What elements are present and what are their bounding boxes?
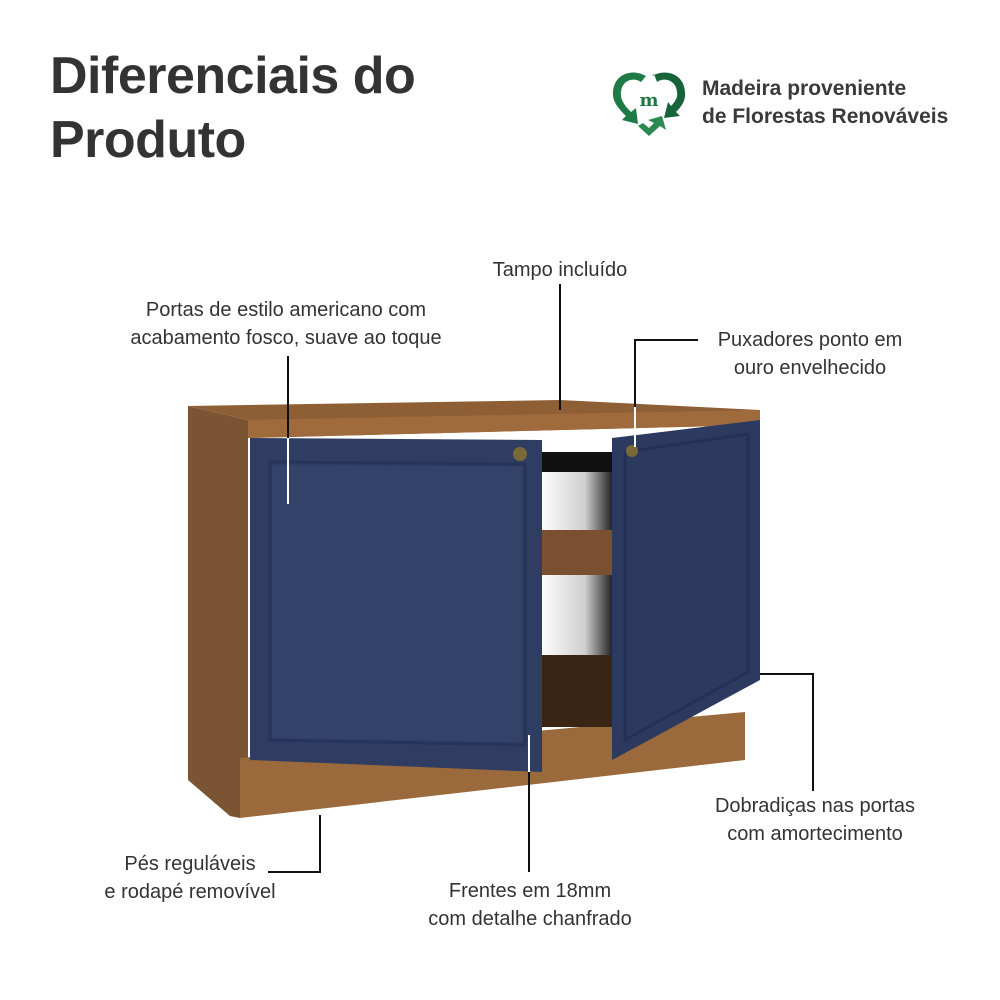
leader-dobradicas-v (812, 673, 814, 791)
leader-tampo (559, 284, 561, 410)
page-title: Diferenciais do Produto (50, 44, 416, 172)
right-door (612, 420, 760, 760)
callout-tampo: Tampo incluído (492, 259, 628, 281)
leader-pes-h (268, 871, 321, 873)
renewable-wood-badge: m Madeira proveniente de Florestas Renov… (610, 68, 948, 138)
callout-puxadores: Puxadores ponto em ouro envelhecido (717, 329, 903, 379)
leader-frentes-white (528, 735, 530, 772)
callout-portas: Portas de estilo americano com acabament… (130, 299, 442, 349)
callout-pes: Pés reguláveis e rodapé removível (104, 853, 276, 903)
leader-portas (287, 356, 289, 438)
title-line-1: Diferenciais do (50, 47, 416, 105)
leader-pes-v (319, 815, 321, 873)
leader-puxadores-white (634, 407, 636, 447)
leader-frentes (528, 772, 530, 872)
badge-line-1: Madeira proveniente (702, 77, 907, 100)
callout-dobradicas: Dobradiças nas portas com amortecimento (714, 795, 916, 845)
side-panel (188, 406, 248, 800)
callout-frentes: Frentes em 18mm com detalhe chanfrado (428, 880, 632, 930)
left-handle (513, 447, 527, 461)
right-handle (626, 445, 638, 457)
title-line-2: Produto (50, 111, 246, 169)
recycle-heart-m-icon: m (612, 72, 686, 136)
badge-line-2: de Florestas Renováveis (702, 105, 949, 128)
leader-puxadores-v (634, 339, 636, 407)
leader-dobradicas-h (760, 673, 814, 675)
leader-puxadores-h (634, 339, 698, 341)
leader-portas-white (287, 438, 289, 504)
svg-text:m: m (639, 90, 658, 111)
